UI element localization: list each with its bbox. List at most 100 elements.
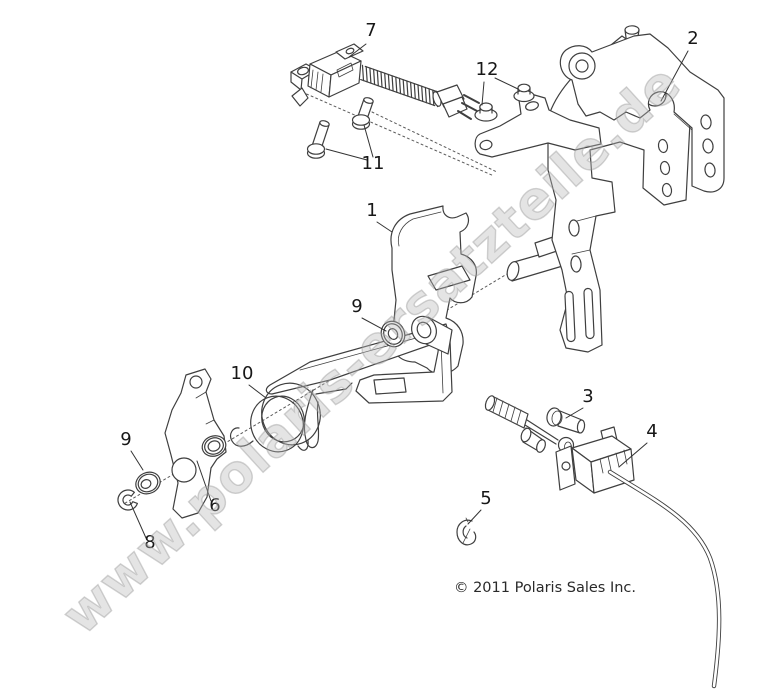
spring-leg-left	[297, 439, 309, 451]
fork-slot	[564, 290, 576, 343]
callout-label-9: 9	[351, 296, 362, 317]
mount-hole	[657, 138, 669, 154]
t-plate-hole	[479, 139, 493, 151]
flange-hole	[561, 461, 571, 471]
part-3-bolt	[546, 407, 586, 434]
coil-winding	[409, 81, 413, 99]
part-11-bolts	[306, 97, 374, 159]
cable-rod	[524, 419, 559, 445]
coil-winding	[421, 85, 424, 102]
fork-slot	[583, 287, 595, 340]
bracket-hole	[704, 162, 716, 178]
coil-spring-cable	[361, 64, 439, 108]
coil-winding	[398, 77, 402, 95]
coil-winding	[428, 88, 431, 105]
callout-leader-line	[130, 450, 144, 471]
sensor-foot	[291, 87, 309, 107]
part-10-torsion-spring	[229, 382, 353, 453]
bolt-align-dotted-line	[371, 111, 498, 173]
connector-pins	[457, 94, 480, 120]
sensor-ear-hole	[297, 66, 309, 76]
coil-winding	[402, 79, 405, 96]
coil-winding	[365, 66, 368, 83]
callout-label-7: 7	[365, 20, 376, 41]
callout-label-9: 9	[120, 429, 131, 450]
callout-label-10: 10	[231, 363, 254, 384]
mount-hole	[659, 160, 671, 176]
part-12-flange-nuts	[474, 83, 535, 122]
bolt-head	[546, 407, 562, 427]
pivot-pin-end	[506, 261, 520, 281]
callout-label-2: 2	[687, 28, 698, 49]
lever-slot	[568, 219, 580, 237]
spring-hook	[229, 427, 254, 447]
spring-leg-wire	[303, 389, 320, 449]
callout-leader-line	[565, 407, 584, 419]
callout-label-5: 5	[480, 488, 491, 509]
part-9-bushing-lower	[135, 471, 161, 495]
coil-winding	[413, 83, 416, 100]
coil-winding	[376, 70, 379, 87]
arm-end-hole	[575, 59, 589, 73]
part-8-e-clip	[117, 489, 138, 511]
bracket-hole	[702, 138, 714, 154]
callout-label-1: 1	[366, 200, 377, 221]
callout-leader-line	[196, 460, 212, 502]
callout-label-6: 6	[209, 495, 220, 516]
coil-winding	[372, 68, 376, 86]
bracket-outline	[559, 33, 725, 193]
throttle-cable	[607, 469, 722, 689]
weldment-outline	[547, 35, 691, 353]
coil-winding	[391, 75, 394, 92]
frame-slot	[373, 377, 407, 395]
callout-leader-line	[129, 501, 147, 539]
part-9-bushing-upper	[380, 320, 406, 348]
copyright-text: © 2011 Polaris Sales Inc.	[454, 580, 636, 596]
sensor-tab-slot	[345, 47, 355, 55]
part-1-pedal-weldment	[265, 205, 477, 449]
connector-body	[442, 96, 468, 118]
callout-leader-line	[467, 509, 482, 525]
callout-leader-line	[248, 384, 267, 399]
callout-leader-line	[481, 81, 485, 106]
callout-leader-line	[325, 148, 368, 161]
coil-winding	[395, 76, 398, 93]
nut-top	[517, 83, 531, 93]
nut-top	[479, 102, 493, 112]
callout-label-11: 11	[362, 153, 385, 174]
coil-winding	[424, 86, 428, 104]
pivot-axis-dotted-line	[121, 267, 518, 506]
bracket-pivot-hole	[171, 457, 197, 483]
part-6-lever-bracket	[164, 368, 227, 519]
part-4-throttle-cable-assembly	[484, 395, 722, 689]
callout-leader-line	[376, 221, 393, 233]
bracket-tab-hole	[189, 375, 203, 389]
coil-winding	[384, 72, 387, 89]
coil-winding	[380, 71, 383, 88]
watermark-text: www.polaris-ersatzteile.de	[51, 53, 692, 646]
coil-outline	[364, 65, 440, 94]
alignment-dotted-lines	[121, 91, 518, 506]
callout-leader-line	[494, 77, 519, 90]
t-plate-hole	[525, 101, 539, 111]
bracket-hole	[700, 114, 712, 130]
part-7-sensor-assembly	[290, 43, 480, 120]
callout-label-3: 3	[582, 386, 593, 407]
pivot-tube-bore	[416, 321, 432, 339]
fixed-mount-weldment	[474, 25, 693, 353]
sensor-align-dotted-line	[301, 91, 495, 177]
callout-leader-line	[361, 317, 387, 332]
callout-label-12: 12	[476, 59, 499, 80]
spring-leg-right	[315, 382, 353, 395]
callout-leader-line	[660, 50, 689, 102]
callout-label-4: 4	[646, 421, 657, 442]
coil-winding	[361, 64, 365, 82]
coil-winding	[387, 73, 391, 91]
mount-hole	[661, 182, 673, 198]
part-5-cable-clip	[456, 517, 477, 546]
callout-leader-line	[348, 43, 367, 58]
lever-slot	[570, 255, 582, 273]
